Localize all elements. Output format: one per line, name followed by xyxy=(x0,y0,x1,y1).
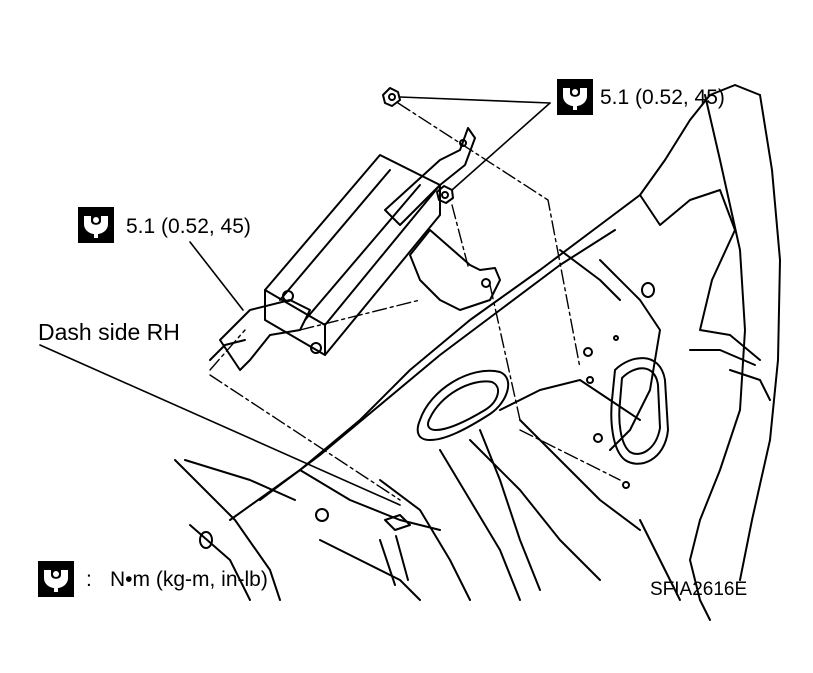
legend-units: N•m (kg-m, in-lb) xyxy=(110,568,268,591)
torque-label-left: 5.1 (0.52, 45) xyxy=(126,215,251,238)
bolts xyxy=(382,87,454,204)
dash-panel xyxy=(174,84,781,621)
bracket xyxy=(209,127,501,371)
figure-code: SFIA2616E xyxy=(650,579,748,600)
right-cutout xyxy=(610,357,669,465)
leader-lines xyxy=(39,96,551,506)
torque-icon-legend xyxy=(38,561,74,597)
oval-cutout xyxy=(416,369,510,441)
torque-icon-left xyxy=(78,207,114,243)
dash-side-label: Dash side RH xyxy=(38,319,180,345)
torque-label-top: 5.1 (0.52, 45) xyxy=(600,86,725,109)
legend-separator: : xyxy=(86,568,92,591)
panel-holes xyxy=(199,282,655,549)
alignment-lines xyxy=(209,102,621,501)
torque-icon-top xyxy=(557,79,593,115)
